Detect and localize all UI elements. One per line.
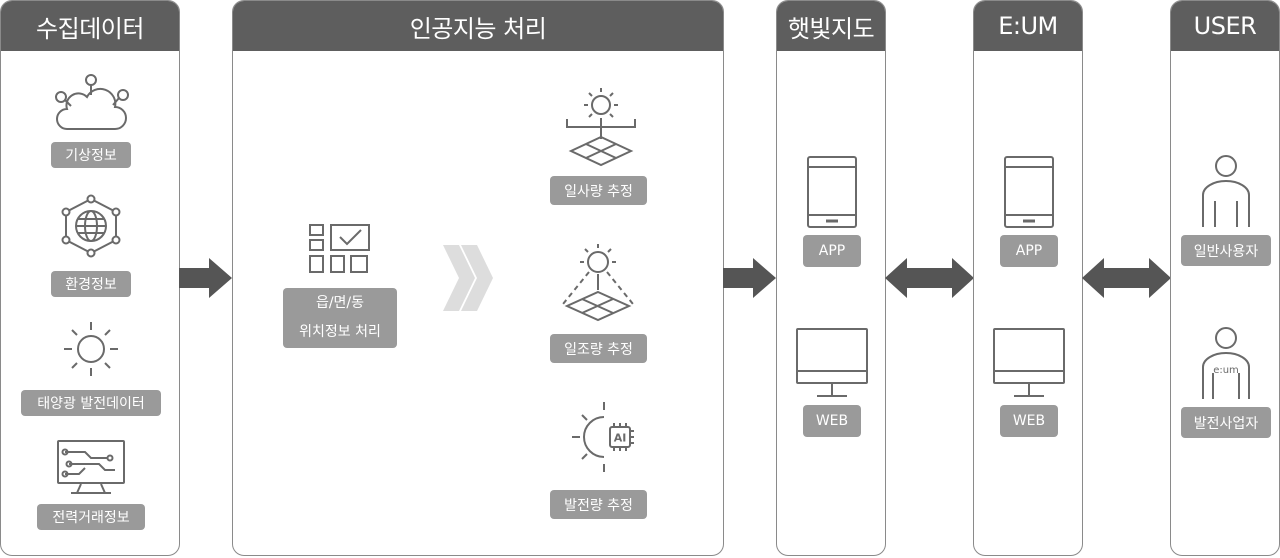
tablet-icon bbox=[1004, 156, 1054, 228]
label-line-location-processing: 위치정보 처리 bbox=[299, 324, 381, 340]
label-power-trade-info: 전력거래정보 bbox=[37, 504, 145, 530]
panel-collected-data: 수집데이터 기상정보 환경정보 태양광 발전데이터 전력거래정보 bbox=[0, 0, 180, 556]
flow-arrow-right bbox=[179, 258, 232, 298]
monitor-circuit-icon bbox=[57, 440, 125, 494]
panel-eum: E:UM APP WEB bbox=[973, 0, 1083, 556]
label-power-producer: 발전사업자 bbox=[1181, 407, 1271, 438]
globe-network-icon bbox=[61, 194, 121, 258]
label-line-district: 읍/면/동 bbox=[315, 295, 365, 311]
ai-chip-sun-icon: AI bbox=[572, 402, 634, 472]
panel-user: USER 일반사용자 e:um 발전사업자 bbox=[1170, 0, 1280, 556]
sun-icon bbox=[64, 322, 118, 376]
ai-chip-text: AI bbox=[614, 432, 627, 445]
label-weather-info: 기상정보 bbox=[51, 142, 131, 168]
panel-title: USER bbox=[1171, 1, 1279, 51]
person-icon bbox=[1202, 155, 1250, 227]
panel-title: E:UM bbox=[974, 1, 1082, 51]
label-generation-estimate: 발전량 추정 bbox=[550, 490, 647, 519]
desktop-monitor-icon bbox=[796, 328, 868, 397]
desktop-monitor-icon bbox=[993, 328, 1065, 397]
flow-arrow-bidirectional bbox=[885, 258, 974, 298]
panel-title: 인공지능 처리 bbox=[233, 1, 723, 51]
label-solar-generation-data: 태양광 발전데이터 bbox=[21, 390, 161, 416]
flow-arrow-bidirectional bbox=[1082, 258, 1171, 298]
label-app: APP bbox=[1000, 235, 1058, 267]
label-environment-info: 환경정보 bbox=[51, 271, 131, 297]
panel-ai-processing: 인공지능 처리 읍/면/동 위치정보 처리 일사량 추정 bbox=[232, 0, 724, 556]
panel-title: 햇빛지도 bbox=[777, 1, 885, 51]
sunshine-duration-icon bbox=[562, 244, 634, 322]
panel-sunlight-map: 햇빛지도 APP WEB bbox=[776, 0, 886, 556]
label-general-user: 일반사용자 bbox=[1181, 235, 1271, 266]
label-irradiance-estimate: 일사량 추정 bbox=[550, 176, 647, 205]
chevron-double-right-icon bbox=[443, 245, 493, 311]
label-web: WEB bbox=[803, 405, 861, 437]
label-sunshine-estimate: 일조량 추정 bbox=[550, 334, 647, 363]
label-app: APP bbox=[803, 235, 861, 267]
label-web: WEB bbox=[1000, 405, 1058, 437]
cloud-network-icon bbox=[55, 74, 129, 130]
person-eum-icon: e:um bbox=[1202, 327, 1250, 399]
label-location-processing: 읍/면/동 위치정보 처리 bbox=[283, 288, 397, 348]
flow-arrow-right bbox=[723, 258, 776, 298]
checklist-grid-icon bbox=[309, 224, 370, 273]
solar-irradiance-icon bbox=[566, 88, 636, 167]
tablet-icon bbox=[807, 156, 857, 228]
panel-title: 수집데이터 bbox=[1, 1, 179, 51]
eum-badge-text: e:um bbox=[1213, 365, 1239, 376]
